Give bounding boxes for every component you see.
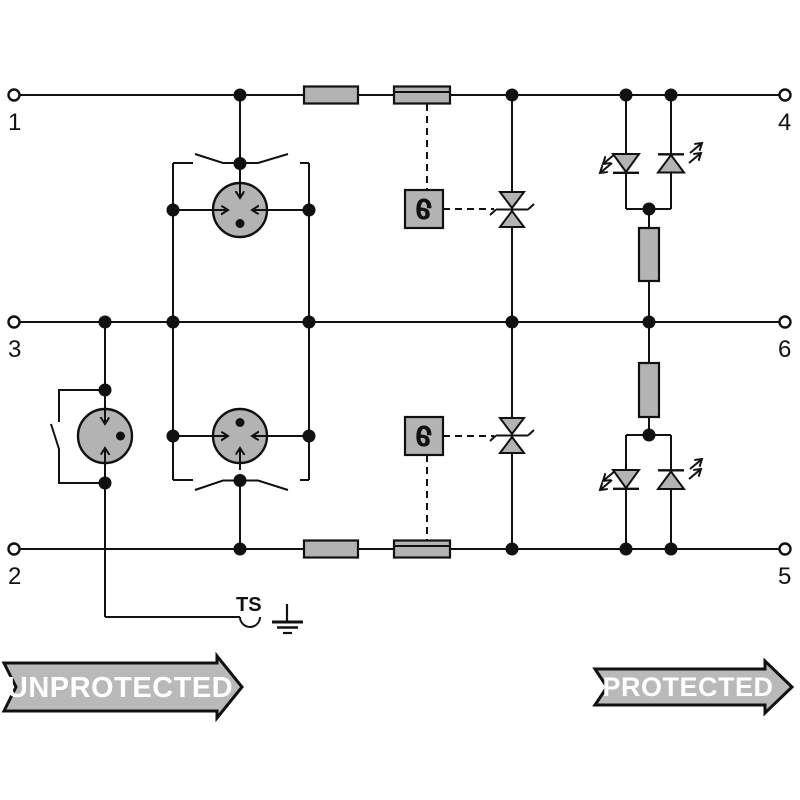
terminal-2: 2 bbox=[7, 542, 21, 590]
unprotected-label: UNPROTECTED bbox=[7, 672, 233, 704]
terminal-4: 4 bbox=[778, 88, 792, 136]
resistor-bottom-icon bbox=[302, 539, 360, 559]
led-top-right-icon bbox=[656, 143, 702, 174]
resistor-top-icon bbox=[302, 85, 360, 105]
junction-dots bbox=[98, 88, 678, 556]
ts-label: TS bbox=[236, 594, 262, 616]
thermal-disconnect-top-icon: ϑ bbox=[403, 104, 494, 230]
led-top-left-icon bbox=[600, 153, 641, 173]
tvs-diode-bottom-icon bbox=[489, 417, 535, 454]
ts-contact-icon bbox=[239, 616, 261, 628]
fuse-bottom-icon bbox=[392, 539, 452, 559]
terminal-5: 5 bbox=[778, 542, 792, 590]
disconnect-switch-left-icon bbox=[50, 389, 105, 484]
unprotected-arrow: UNPROTECTED bbox=[1, 651, 244, 723]
thermal-disconnect-bottom-icon: ϑ bbox=[403, 415, 494, 540]
ground-icon bbox=[272, 604, 303, 635]
tvs-diode-top-icon bbox=[489, 191, 535, 228]
theta-symbol-lower: ϑ bbox=[415, 419, 433, 450]
gas-discharge-tube-lower-icon bbox=[211, 407, 269, 465]
gas-discharge-tube-upper-icon bbox=[211, 181, 269, 239]
led-bottom-right-icon bbox=[656, 459, 702, 490]
terminal-6-label: 6 bbox=[778, 336, 791, 363]
fuse-top-icon bbox=[392, 85, 452, 105]
terminal-1-label: 1 bbox=[8, 109, 21, 136]
terminal-5-label: 5 bbox=[778, 563, 791, 590]
resistor-r2-icon bbox=[637, 361, 661, 419]
protected-label: PROTECTED bbox=[602, 672, 773, 702]
resistor-r1-icon bbox=[637, 226, 661, 283]
theta-symbol-upper: ϑ bbox=[415, 192, 433, 223]
terminal-1: 1 bbox=[7, 88, 21, 136]
terminal-3-label: 3 bbox=[8, 336, 21, 363]
led-bottom-left-icon bbox=[600, 469, 641, 490]
terminal-4-label: 4 bbox=[778, 109, 791, 136]
branch-wires bbox=[104, 95, 672, 618]
protected-arrow: PROTECTED bbox=[592, 657, 795, 717]
terminal-3: 3 bbox=[7, 315, 21, 363]
terminal-2-label: 2 bbox=[8, 563, 21, 590]
terminal-6: 6 bbox=[778, 315, 792, 363]
gas-discharge-tube-left-icon bbox=[76, 407, 134, 465]
